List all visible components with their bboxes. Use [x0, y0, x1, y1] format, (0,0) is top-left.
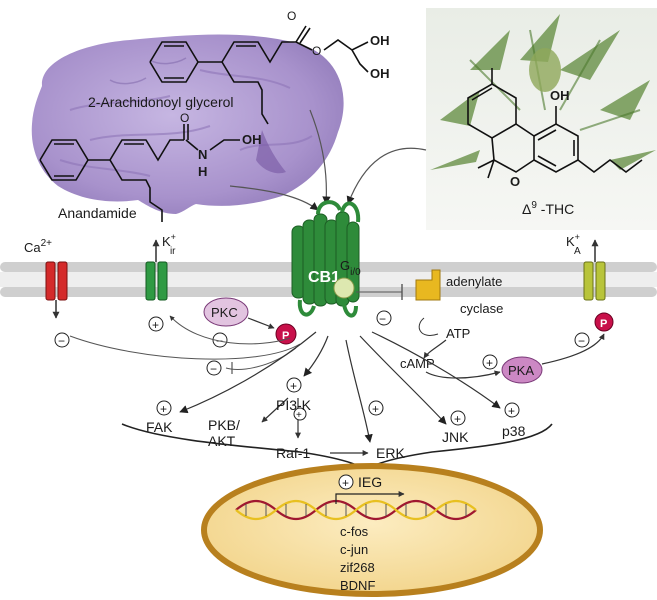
svg-text:P: P [600, 318, 607, 330]
thc-oxygen: O [510, 174, 520, 189]
svg-text:+: + [342, 476, 349, 490]
calcium-label: Ca2+ [24, 238, 52, 255]
thc-label: Δ9 -THC [522, 200, 574, 217]
2-ag-carbonyl-oxygen: O [287, 9, 296, 23]
kir-channel [145, 239, 168, 301]
anandamide-oxygen: O [180, 111, 189, 125]
minus-sign-ka [574, 332, 590, 348]
pkb-label-1: PKB/ [208, 417, 240, 433]
ieg-arrow [335, 491, 405, 504]
anandamide-hydroxyl: OH [242, 132, 262, 147]
ieg-label: IEG [358, 474, 382, 490]
atp-label: ATP [446, 326, 470, 341]
pkc-node [203, 297, 249, 327]
svg-text:+: + [486, 356, 493, 370]
ligand-arrows [229, 109, 427, 211]
nuclear-bracket [121, 423, 553, 471]
svg-text:+: + [454, 412, 461, 426]
svg-text:+: + [508, 404, 515, 418]
ka-label: K+A [566, 232, 581, 257]
svg-text:+: + [152, 318, 159, 332]
adenylate-cyclase-label-1: adenylate [446, 274, 502, 289]
erk-label: ERK [376, 445, 405, 461]
svg-text:−: − [379, 312, 386, 326]
plus-sign-ieg [338, 474, 354, 490]
jnk-label: JNK [442, 429, 469, 445]
2-ag-hydroxyl-bottom: OH [370, 66, 390, 81]
pka-node [501, 356, 543, 384]
atp-to-camp-arrow [423, 339, 447, 359]
gene-bdnf: BDNF [340, 578, 375, 593]
cb1-to-ca-inhibition [69, 335, 301, 360]
gi-label: Gi/0 [340, 258, 361, 278]
svg-text:+: + [372, 402, 379, 416]
pi3k-label: PI3-K [276, 397, 312, 413]
nucleus [201, 463, 543, 597]
pka-label: PKA [508, 363, 534, 378]
anandamide-nh-hydrogen: H [198, 164, 207, 179]
gene-zif268: zif268 [340, 560, 375, 575]
pkb-label-2: AKT [208, 433, 236, 449]
cannabis-plant-image [426, 8, 657, 230]
pkc-label: PKC [211, 305, 238, 320]
adenylate-cyclase-label-2: cyclase [460, 301, 503, 316]
2-ag-hydroxyl-top: OH [370, 33, 390, 48]
svg-text:−: − [58, 334, 65, 348]
kir-label: K+ir [162, 232, 176, 257]
plus-sign-kir [148, 316, 164, 332]
adenylate-cyclase-shape [415, 269, 441, 301]
calcium-channel [45, 261, 68, 319]
cb1-to-kir-arrow [169, 315, 291, 345]
kinase-plus-signs [156, 377, 520, 426]
svg-text:−: − [210, 362, 217, 376]
svg-text:+: + [296, 410, 302, 421]
gi-protein [333, 277, 355, 299]
thc-hydroxyl: OH [550, 88, 570, 103]
gene-c-jun: c-jun [340, 542, 368, 557]
ka-channel [583, 239, 606, 301]
minus-sign-ca [54, 332, 70, 348]
cb1-phosphorylation [275, 323, 297, 345]
camp-label: cAMP [400, 356, 435, 371]
gene-c-fos: c-fos [340, 524, 369, 539]
plus-sign-pka [482, 354, 498, 370]
svg-text:+: + [290, 379, 297, 393]
p38-label: p38 [502, 423, 526, 439]
minus-sign-ac [376, 310, 392, 326]
anandamide-label: Anandamide [58, 205, 137, 221]
ka-phosphorylation [594, 312, 614, 332]
camp-to-pka-arrow [425, 370, 501, 379]
2-ag-ester-oxygen: O [312, 44, 321, 58]
svg-text:P: P [282, 330, 289, 342]
cb1-receptor [291, 200, 361, 318]
cb1-label: CB1 [308, 269, 340, 286]
2-ag-label: 2-Arachidonoyl glycerol [88, 94, 234, 110]
minus-sign-lower [206, 360, 222, 376]
raf-label: Raf-1 [276, 445, 310, 461]
thc-structure [467, 68, 643, 179]
2-ag-structure [149, 25, 369, 125]
fak-label: FAK [146, 419, 173, 435]
pka-to-ka-arrow [541, 333, 605, 365]
dna-helix [235, 499, 477, 521]
svg-text:+: + [160, 402, 167, 416]
anandamide-nitrogen: N [198, 147, 207, 162]
svg-text:−: − [578, 334, 585, 348]
anandamide-structure [39, 124, 240, 222]
